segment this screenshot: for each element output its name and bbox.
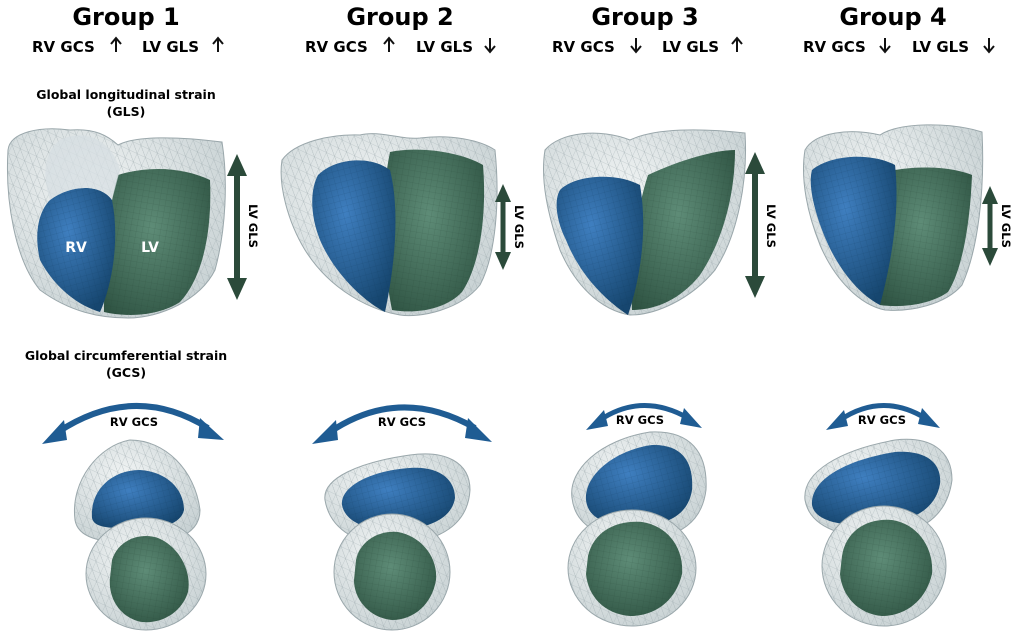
group-4-lv-down-arrow-icon xyxy=(983,38,995,54)
group-2-long-axis-heart-model xyxy=(280,133,498,317)
gcs-section-subtitle: (GCS) xyxy=(106,365,146,380)
group-3-lv-gls-arrow: LV GLS xyxy=(745,152,778,298)
group-2-lv-gls-arrow-label: LV GLS xyxy=(512,205,526,249)
group-1-title: Group 1 xyxy=(72,3,179,31)
group-1-lv-up-arrow-icon xyxy=(212,36,224,52)
group-1-lv-gls-label: LV GLS xyxy=(142,38,199,56)
group-3-title: Group 3 xyxy=(591,3,698,31)
group-1-rv-gcs-arrow-label: RV GCS xyxy=(110,415,158,429)
group-3-long-axis-heart-model xyxy=(543,129,746,316)
group-4-title: Group 4 xyxy=(839,3,946,31)
group-2-header: Group 2 RV GCS LV GLS xyxy=(305,3,496,56)
group-3-lv-up-arrow-icon xyxy=(731,36,743,52)
group-2-rv-gcs-label: RV GCS xyxy=(305,38,368,56)
group-4-header: Group 4 RV GCS LV GLS xyxy=(803,3,995,56)
group-2-lv-gls-label: LV GLS xyxy=(416,38,473,56)
group-3-rv-gcs-label: RV GCS xyxy=(552,38,615,56)
group-1-lv-gls-arrow: LV GLS xyxy=(227,154,260,300)
group-1-rv-up-arrow-icon xyxy=(110,36,122,52)
group-3-short-axis-model xyxy=(567,431,707,627)
group-3-rv-gcs-arrow: RV GCS xyxy=(586,403,702,430)
group-2-lv-down-arrow-icon xyxy=(484,38,496,54)
group-4-short-axis-model xyxy=(804,438,953,627)
group-4-rv-gcs-label: RV GCS xyxy=(803,38,866,56)
group-2-short-axis-model xyxy=(324,453,471,631)
group-1-rv-gcs-label: RV GCS xyxy=(32,38,95,56)
group-1-short-axis-model xyxy=(73,439,207,631)
group-3-header: Group 3 RV GCS LV GLS xyxy=(552,3,743,56)
gls-section-title: Global longitudinal strain xyxy=(36,87,215,102)
group-4-lv-gls-arrow: LV GLS xyxy=(982,186,1013,266)
group-4-lv-gls-arrow-label: LV GLS xyxy=(999,204,1013,248)
group-4-rv-down-arrow-icon xyxy=(879,38,891,54)
group-1-rv-gcs-arrow: RV GCS xyxy=(42,402,224,444)
group-2-rv-up-arrow-icon xyxy=(383,36,395,52)
group-2-title: Group 2 xyxy=(346,3,453,31)
group-2-rv-gcs-arrow-label: RV GCS xyxy=(378,415,426,429)
group-2-rv-gcs-arrow: RV GCS xyxy=(312,404,492,444)
group-3-lv-gls-arrow-label: LV GLS xyxy=(764,204,778,248)
group-4-rv-gcs-arrow: RV GCS xyxy=(826,403,940,430)
group-3-lv-gls-label: LV GLS xyxy=(662,38,719,56)
rv-chamber-label: RV xyxy=(65,240,87,256)
group-2-lv-gls-arrow: LV GLS xyxy=(495,184,526,270)
group-1-long-axis-heart-model: RV LV xyxy=(7,128,226,319)
lv-chamber-label: LV xyxy=(141,240,159,256)
group-3-rv-gcs-arrow-label: RV GCS xyxy=(616,413,664,427)
group-4-lv-gls-label: LV GLS xyxy=(912,38,969,56)
gcs-section-title: Global circumferential strain xyxy=(25,348,227,363)
gls-section-subtitle: (GLS) xyxy=(107,104,146,119)
group-4-long-axis-heart-model xyxy=(802,124,984,311)
group-1-lv-gls-arrow-label: LV GLS xyxy=(246,204,260,248)
group-1-header: Group 1 RV GCS LV GLS xyxy=(32,3,224,56)
group-4-rv-gcs-arrow-label: RV GCS xyxy=(858,413,906,427)
group-3-rv-down-arrow-icon xyxy=(630,38,642,54)
